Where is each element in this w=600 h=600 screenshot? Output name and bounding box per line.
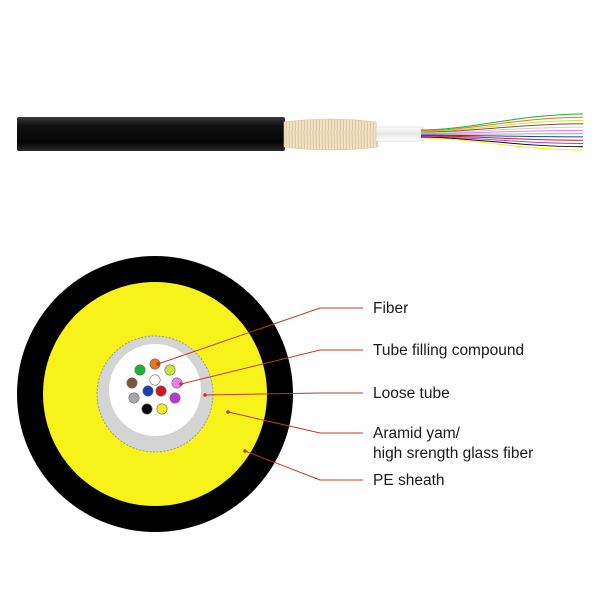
- fiber-core: [128, 392, 140, 404]
- loose-tube-segment: [375, 126, 424, 142]
- label-loose-tube: Loose tube: [373, 385, 450, 402]
- fiber-core: [149, 374, 161, 386]
- tube-filling-compound: [109, 344, 201, 436]
- fiber-core: [156, 403, 168, 415]
- label-fiber: Fiber: [373, 300, 408, 317]
- fiber-core: [149, 358, 161, 370]
- fiber-core: [142, 385, 154, 397]
- fiber-strand: [420, 129, 584, 135]
- label-aramid-line-2: high srength glass fiber: [373, 445, 533, 462]
- fiber-strands: [420, 113, 584, 151]
- fiber-core: [134, 364, 146, 376]
- fiber-core: [126, 377, 138, 389]
- endpoint-tube-filling-compound: [179, 382, 183, 386]
- fiber-strand: [420, 116, 584, 132]
- label-pe-sheath: PE sheath: [373, 472, 445, 489]
- fiber-strand: [420, 126, 584, 134]
- aramid-yarn-bundle: [283, 118, 379, 151]
- outer-jacket-segment: [17, 117, 285, 151]
- label-aramid-line-1: Aramid yam/: [373, 425, 461, 442]
- label-tube-filling-compound: Tube filling compound: [373, 342, 524, 359]
- endpoint-aramid: [226, 410, 230, 414]
- leader-lines: [157, 307, 363, 481]
- callout-labels: Fiber Tube filling compound Loose tube A…: [373, 300, 533, 489]
- leader-pe-sheath: [244, 450, 363, 481]
- endpoint-fiber: [156, 362, 160, 366]
- fiber-core: [155, 385, 167, 397]
- leader-endpoints: [156, 362, 247, 453]
- cable-cross-section: [17, 256, 293, 532]
- fiber-strand: [420, 136, 584, 144]
- leader-fiber: [157, 307, 363, 365]
- fiber-strand: [420, 133, 584, 135]
- fiber-strand: [420, 135, 584, 141]
- fiber-strand: [420, 120, 584, 132]
- fiber-strand: [420, 137, 584, 151]
- fiber-core: [164, 364, 176, 376]
- fiber-core: [141, 403, 153, 415]
- fiber-core: [169, 392, 181, 404]
- leader-loose-tube: [204, 392, 363, 396]
- fiber-strand: [420, 123, 584, 133]
- fiber-strand: [420, 136, 584, 148]
- leader-aramid: [227, 411, 363, 434]
- endpoint-loose-tube: [203, 393, 207, 397]
- cable-side-view: [17, 113, 584, 151]
- fiber-strand: [420, 134, 584, 138]
- fiber-cores: [126, 358, 183, 415]
- fiber-strand: [420, 113, 584, 131]
- leader-tube-filling-compound: [180, 349, 363, 385]
- endpoint-pe-sheath: [243, 449, 247, 453]
